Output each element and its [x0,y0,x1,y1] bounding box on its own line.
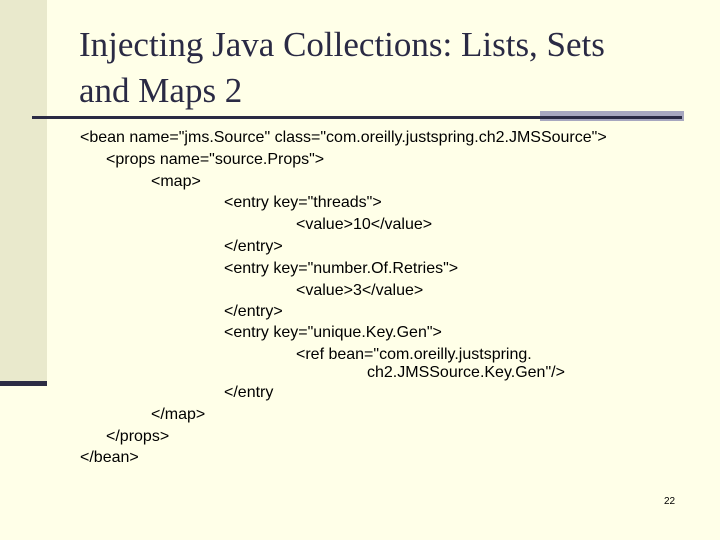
code-line-map: <map> [151,173,201,190]
code-line-entry-close-1: </entry> [224,238,283,255]
code-line-entry-keygen: <entry key="unique.Key.Gen"> [224,324,442,341]
code-line-entry-close-2: </entry> [224,303,283,320]
code-line-entry-close-3: </entry [224,384,274,401]
code-line-props: <props name="source.Props"> [106,151,325,168]
code-line-ref-bean: <ref bean="com.oreilly.justspring. [296,346,532,363]
decorative-left-band [0,0,47,386]
slide-title: Injecting Java Collections: Lists, Sets … [79,22,699,114]
code-line-value-3: <value>3</value> [296,282,424,299]
title-line-1: Injecting Java Collections: Lists, Sets [79,25,605,64]
code-line-props-close: </props> [106,428,170,445]
decorative-left-band-cap [0,381,47,386]
code-line-ref-bean-cont: ch2.JMSSource.Key.Gen"/> [367,364,565,381]
code-line-entry-retries: <entry key="number.Of.Retries"> [224,260,459,277]
code-line-bean: <bean name="jms.Source" class="com.oreil… [80,129,607,146]
page-number: 22 [664,496,676,507]
title-line-2: and Maps 2 [79,71,243,110]
code-line-entry-threads: <entry key="threads"> [224,194,382,211]
code-line-value-10: <value>10</value> [296,216,433,233]
title-rule [32,116,682,119]
code-line-bean-close: </bean> [80,449,139,466]
code-line-map-close: </map> [151,406,206,423]
